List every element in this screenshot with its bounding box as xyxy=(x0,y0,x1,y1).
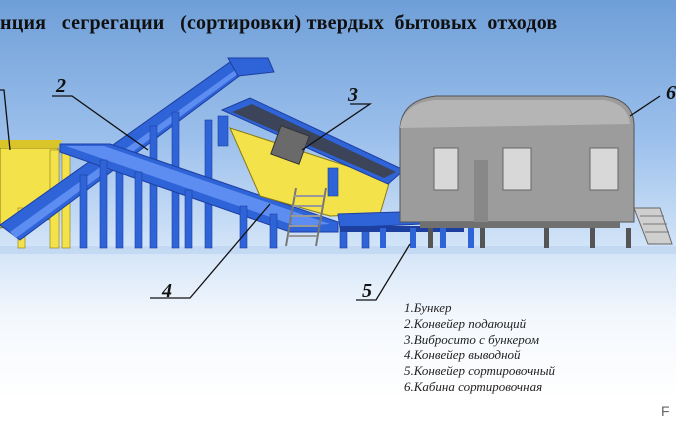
legend-item: 1.Бункер xyxy=(404,300,452,315)
vibrating-screen xyxy=(217,97,405,249)
legend-item: 4.Конвейер выводной xyxy=(404,347,521,363)
diagram-title: нция сегрегации (сортировки) твердых быт… xyxy=(0,12,558,34)
corner-mark: F xyxy=(661,403,670,419)
legend-item: 5.Конвейер сортировочный xyxy=(404,363,556,379)
callout-3: 3 xyxy=(348,84,358,106)
sorting-cabin xyxy=(399,95,673,248)
callout-5: 5 xyxy=(362,280,372,302)
legend-item: 3.Вибросито с бункером xyxy=(404,331,540,347)
ground-shadow xyxy=(0,246,676,254)
callout-4: 4 xyxy=(162,280,172,302)
cabin-stairs xyxy=(633,207,673,245)
output-conveyor xyxy=(59,143,339,249)
legend: 1.Бункер 2.Конвейер подающий 3.Вибросито… xyxy=(404,300,555,395)
legend-item: 6.Кабина сортировочная xyxy=(404,378,543,394)
legend-item: 2.Конвейер подающий xyxy=(404,315,527,331)
screen-ladder xyxy=(285,187,327,247)
leader-lines xyxy=(0,89,661,301)
callout-6: 6 xyxy=(666,82,676,104)
callout-2: 2 xyxy=(56,75,66,97)
